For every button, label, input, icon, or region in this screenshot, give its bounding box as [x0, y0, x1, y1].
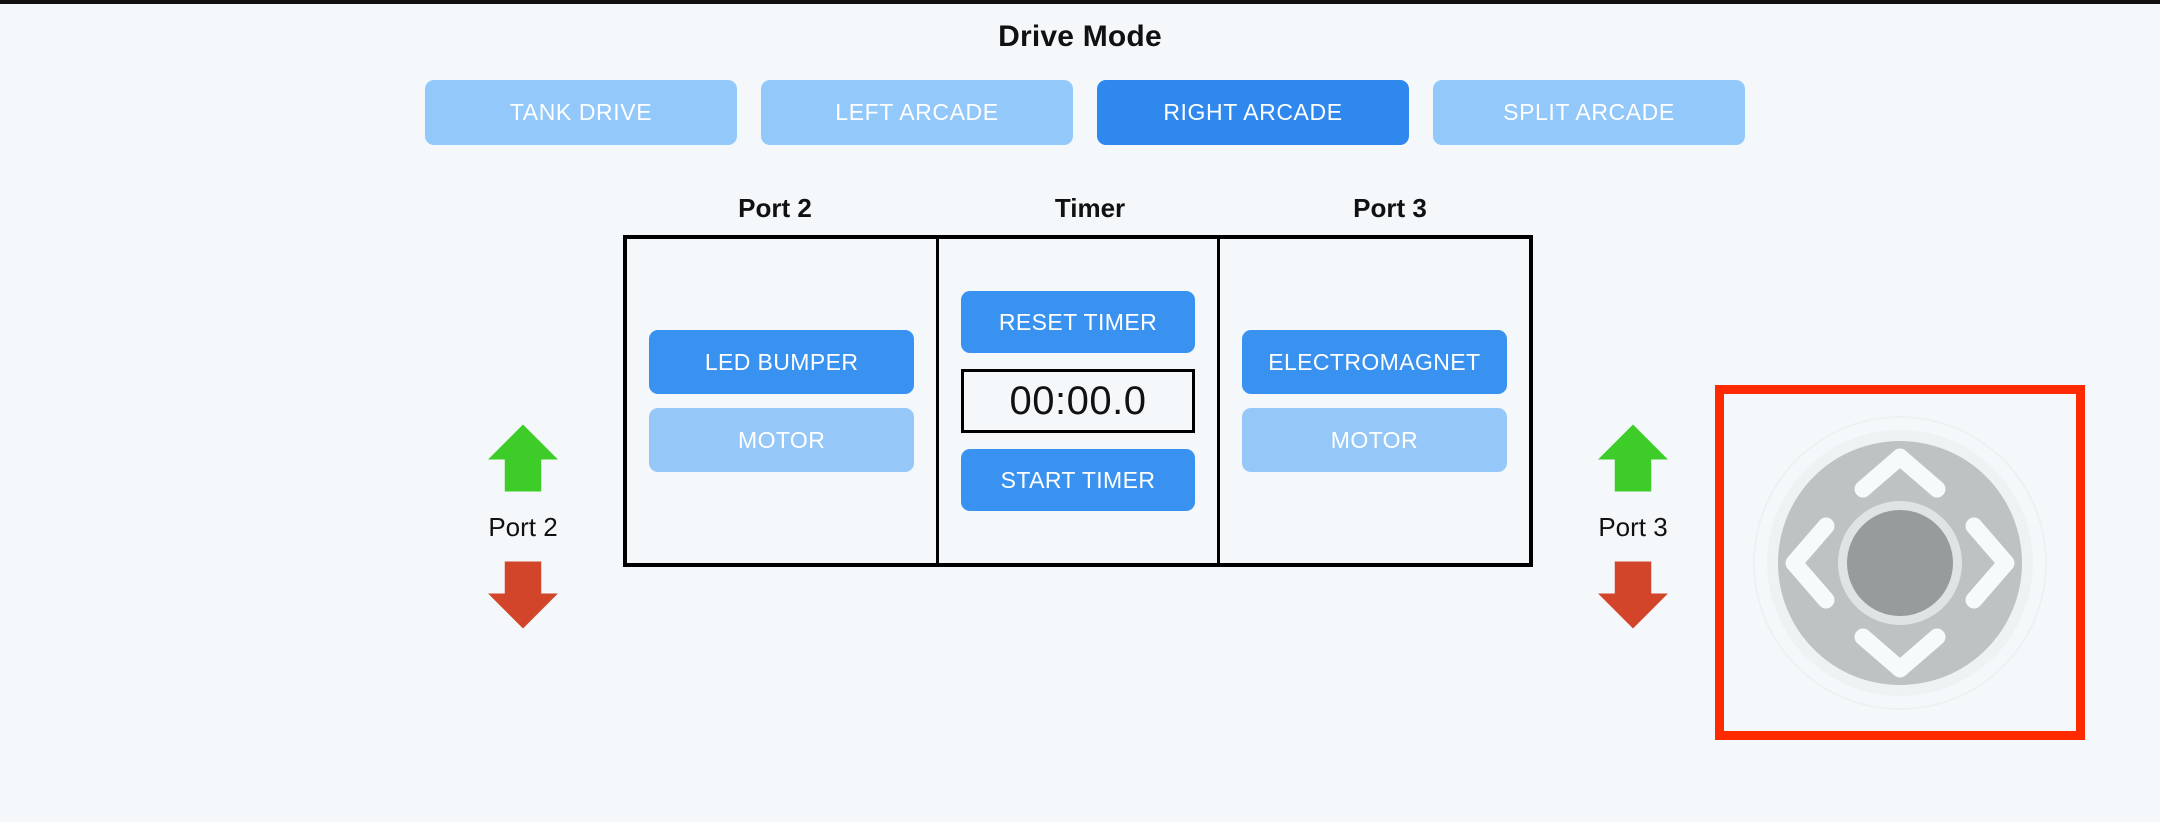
port2-direction-indicator: Port 2 [443, 420, 603, 633]
electromagnet-button[interactable]: ELECTROMAGNET [1241, 330, 1507, 394]
start-timer-button[interactable]: START TIMER [961, 449, 1195, 511]
dpad-right-chevron-icon[interactable] [1965, 517, 2015, 608]
dpad-highlight-frame [1715, 385, 2085, 740]
arrow-down-icon [1598, 561, 1668, 629]
panel-timer: RESET TIMER 00:00.0 START TIMER [936, 239, 1220, 563]
drive-mode-button-group: TANK DRIVE LEFT ARCADE RIGHT ARCADE SPLI… [425, 80, 1745, 145]
arrow-down-icon [488, 561, 558, 629]
dpad-outer-ring [1753, 415, 2047, 710]
reset-timer-button[interactable]: RESET TIMER [961, 291, 1195, 353]
port3-indicator-label: Port 3 [1598, 512, 1668, 542]
port3-motor-button[interactable]: MOTOR [1241, 408, 1507, 472]
directional-pad[interactable] [1750, 413, 2050, 713]
arrow-up-icon [488, 424, 558, 492]
port2-indicator-label: Port 2 [488, 512, 558, 542]
drive-mode-right-arcade-button[interactable]: RIGHT ARCADE [1097, 80, 1409, 145]
led-bumper-button[interactable]: LED BUMPER [649, 330, 915, 394]
panel-title-port2: Port 2 [738, 193, 812, 223]
panel-port2: LED BUMPER MOTOR [627, 239, 936, 563]
port3-direction-indicator: Port 3 [1553, 420, 1713, 633]
drive-mode-split-arcade-button[interactable]: SPLIT ARCADE [1433, 80, 1745, 145]
panel-port3: ELECTROMAGNET MOTOR [1220, 239, 1529, 563]
arrow-up-icon [1598, 424, 1668, 492]
dpad-up-chevron-icon[interactable] [1854, 448, 1946, 497]
panel-title-port3: Port 3 [1353, 193, 1427, 223]
control-panel-group: LED BUMPER MOTOR RESET TIMER 00:00.0 STA… [623, 235, 1533, 567]
drive-mode-tank-drive-button[interactable]: TANK DRIVE [425, 80, 737, 145]
page-title: Drive Mode [998, 20, 1162, 53]
top-divider-rule [0, 0, 2160, 4]
dpad-left-chevron-icon[interactable] [1785, 517, 1835, 608]
port2-motor-button[interactable]: MOTOR [649, 408, 915, 472]
panel-title-timer: Timer [1054, 193, 1126, 223]
dpad-down-chevron-icon[interactable] [1854, 628, 1946, 677]
dpad-center-button[interactable] [1847, 509, 1953, 616]
timer-display: 00:00.0 [961, 369, 1195, 433]
drive-mode-left-arcade-button[interactable]: LEFT ARCADE [761, 80, 1073, 145]
